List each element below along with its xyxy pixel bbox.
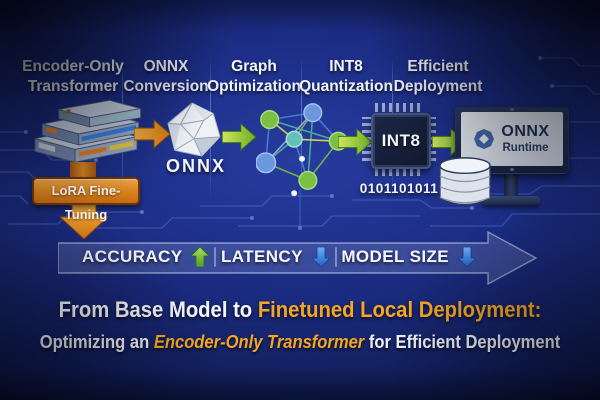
main-title: From Base Model to Finetuned Local Deplo… <box>30 297 570 323</box>
monitor-stand <box>504 172 518 198</box>
stage-line: Efficient <box>407 58 469 75</box>
screen-brand: ONNX <box>501 122 550 140</box>
onnx-runtime-logo-icon <box>474 129 495 149</box>
subtitle-suffix: for Efficient Deployment <box>364 332 561 352</box>
arrow-down-icon <box>311 247 330 267</box>
lora-connector <box>70 162 96 179</box>
transformer-stack-icon <box>34 99 141 163</box>
stage-line: ONNX <box>143 58 189 75</box>
metric-label: ACCURACY <box>82 247 183 266</box>
stage-line: Optimization <box>207 78 301 95</box>
arrow-up-icon <box>191 247 210 267</box>
stage-header-deploy: Efficient Deployment <box>383 57 493 97</box>
title-prefix: From Base Model to <box>58 297 258 322</box>
metric-label: LATENCY <box>221 247 303 266</box>
chip-label: INT8 <box>381 131 421 150</box>
chip-pins-right <box>427 117 436 161</box>
metric-separator <box>214 247 217 267</box>
title-highlight: Finetuned Local Deployment: <box>257 297 542 322</box>
chip-pins-top <box>375 103 423 112</box>
stage-line: INT8 <box>329 58 363 75</box>
stage-line: Transformer <box>27 78 119 95</box>
monitor-camera-dot <box>510 108 514 111</box>
stage-line: Quantization <box>299 78 393 95</box>
stage-header-graph: Graph Optimization <box>199 57 309 97</box>
arrow-down-icon <box>457 247 476 267</box>
metric-separator <box>334 247 337 267</box>
database-icon <box>439 157 491 206</box>
lora-badge: LoRA Fine-Tuning <box>32 177 140 222</box>
metrics-row: ACCURACY LATENCY MODEL SIZE <box>82 244 476 270</box>
subtitle-highlight: Encoder-Only Transformer <box>153 332 365 352</box>
screen-text: ONNX Runtime <box>501 122 550 155</box>
stage-header-int8: INT8 Quantization <box>291 57 401 97</box>
stage-line: Deployment <box>393 78 483 95</box>
stage-header-onnx: ONNX Conversion <box>111 57 221 97</box>
stage-header-encoder: Encoder-Only Transformer <box>18 57 128 97</box>
flow-arrow-green-icon <box>338 128 372 156</box>
flow-arrow-green-icon <box>222 123 256 151</box>
subtitle: Optimizing an Encoder-Only Transformer f… <box>24 332 576 353</box>
monitor-power-dot <box>510 168 514 171</box>
subtitle-prefix: Optimizing an <box>39 332 154 352</box>
chip-pins-bottom <box>375 167 423 176</box>
monitor-screen: ONNX Runtime <box>461 112 563 166</box>
metric-accuracy: ACCURACY <box>82 247 210 267</box>
onnx-logo-icon <box>167 102 221 157</box>
metric-latency: LATENCY <box>221 247 330 267</box>
stage-line: Conversion <box>123 78 209 95</box>
screen-product: Runtime <box>502 141 549 154</box>
onnx-caption: ONNX <box>165 156 226 176</box>
stage-line: Graph <box>231 58 277 75</box>
deployment-monitor: ONNX Runtime <box>455 106 569 174</box>
graph-network-icon <box>256 103 348 197</box>
binary-string: 0101101011 <box>359 181 439 196</box>
metric-model-size: MODEL SIZE <box>341 247 476 267</box>
int8-chip: INT8 <box>371 113 431 169</box>
flow-arrow-orange-icon <box>134 119 170 149</box>
metrics-arrow-bar <box>58 230 538 286</box>
monitor-base <box>482 196 540 205</box>
stage-line: Encoder-Only <box>22 58 124 75</box>
metric-label: MODEL SIZE <box>341 247 449 266</box>
